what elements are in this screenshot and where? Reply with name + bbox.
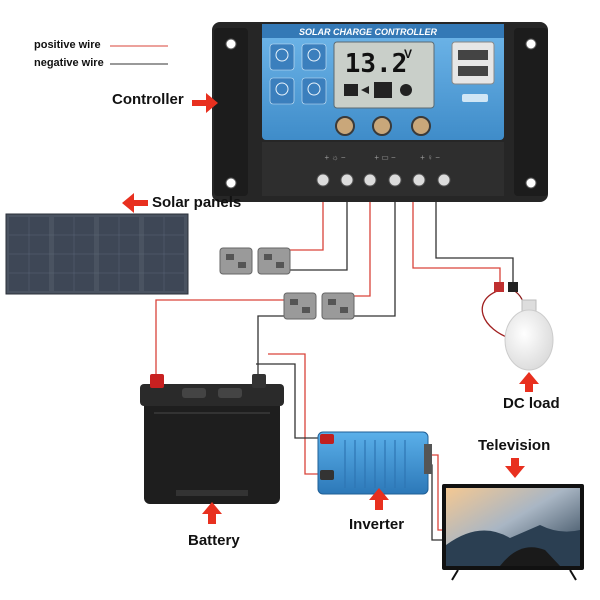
dc-load-bulb [494, 282, 554, 371]
lcd-voltage: 13.2 [345, 49, 408, 79]
svg-text:+ ♀ −: + ♀ − [420, 153, 440, 162]
legend-positive-label: positive wire [34, 39, 101, 51]
television-label: Television [478, 437, 551, 454]
battery [140, 374, 284, 504]
tv-arrow-icon [505, 458, 525, 478]
down-button[interactable] [411, 116, 431, 136]
pointer-arrows [122, 93, 539, 524]
menu-button[interactable] [335, 116, 355, 136]
dc-load-arrow-icon [519, 372, 539, 392]
svg-text:+ ☼ −: + ☼ − [324, 153, 345, 162]
battery-connectors [283, 292, 355, 320]
controller-label: Controller [112, 91, 184, 108]
up-button[interactable] [372, 116, 392, 136]
solar-connectors [219, 247, 291, 275]
controller-arrow-icon [192, 93, 218, 113]
terminal-screws [316, 173, 451, 187]
svg-text:+ ▭ −: + ▭ − [374, 153, 396, 162]
inverter [317, 431, 432, 495]
solar-panels-label: Solar panels [152, 194, 242, 211]
inverter-label: Inverter [349, 516, 405, 533]
wires [155, 196, 525, 541]
battery-arrow-icon [202, 502, 222, 524]
battery-label: Battery [188, 532, 240, 549]
television [442, 484, 584, 581]
legend-negative-label: negative wire [34, 57, 104, 69]
solar-panel [5, 213, 189, 295]
inverter-arrow-icon [369, 488, 389, 510]
lcd-unit: V [404, 47, 412, 61]
usb-port-icon [451, 41, 495, 85]
controller-header-text: SOLAR CHARGE CONTROLLER [299, 27, 437, 37]
charge-controller: SOLAR CHARGE CONTROLLER 13.2 V + ☼ − + ▭… [212, 22, 548, 202]
solar-arrow-icon [122, 193, 148, 213]
dc-load-label: DC load [503, 395, 560, 412]
